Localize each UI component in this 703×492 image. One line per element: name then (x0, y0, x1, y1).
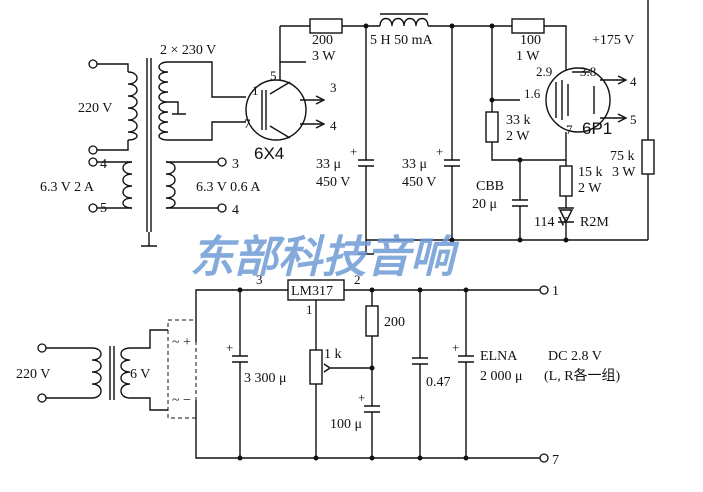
choke-label: 5 H 50 mA (370, 33, 434, 48)
out-voltage: DC 2.8 V (548, 349, 602, 364)
potentiometer-1k (309, 349, 323, 385)
hv-secondary-label: 2 × 230 V (160, 43, 216, 58)
zener-voltage: 114 V (534, 215, 568, 230)
lower-mains-terminal-bottom (37, 393, 47, 403)
cap-adj-value: 100 μ (330, 417, 362, 432)
output-tube (545, 67, 611, 133)
heater-label: 6.3 V 2 A (40, 180, 95, 195)
reg-pin-out: 2 (354, 272, 361, 287)
heater-winding-left (122, 161, 133, 209)
load-resistor-75k (641, 139, 655, 175)
watermark: 东部科技音响 (190, 232, 460, 283)
choke-coil (379, 17, 429, 27)
regulator-label: LM317 (291, 284, 333, 299)
cap2-value: 33 μ (402, 157, 427, 172)
heater-winding-right (165, 161, 176, 209)
mains-terminal-top (88, 59, 98, 69)
heater-terminal-4b (217, 203, 227, 213)
primary-winding (127, 71, 138, 141)
tube-pin-38: 3.8 (580, 64, 596, 79)
r-top-value: 200 (384, 315, 405, 330)
out-note: (L, R各一组) (544, 368, 621, 384)
tube-pin-29: 2.9 (536, 64, 552, 79)
bridge-minus-label: ~ − (172, 393, 191, 408)
lower-secondary-label: 6 V (130, 367, 150, 382)
cap-out-value: 2 000 μ (480, 369, 523, 384)
mains-terminal-bottom (88, 145, 98, 155)
pot-value: 1 k (324, 347, 342, 362)
screen-resistor-power: 1 W (516, 49, 540, 64)
bridge-plus-label: ~ + (172, 335, 191, 350)
heater-term-3: 3 (232, 157, 239, 172)
lower-secondary-winding (120, 347, 131, 399)
cap2-voltage: 450 V (402, 175, 436, 190)
tube-pin-7: 7 (566, 122, 573, 137)
heater-terminal-5 (88, 203, 98, 213)
lower-transformer-core (109, 346, 115, 400)
tube-pin-4: 4 (630, 74, 637, 89)
cap-in-value: 3 300 μ (244, 371, 287, 386)
out-pin-minus: 7 (552, 453, 559, 468)
reg-pin-in: 3 (256, 272, 263, 287)
tube-pin-5: 5 (630, 112, 637, 127)
cap1-value: 33 μ (316, 157, 341, 172)
resistor-200 (365, 305, 379, 337)
hv-secondary-winding (158, 61, 169, 141)
cap1-voltage: 450 V (316, 175, 350, 190)
heater-term-4: 4 (100, 157, 107, 172)
cap-film-value: 0.47 (426, 375, 451, 390)
load-resistor-value: 75 k (610, 149, 635, 164)
upper-mains-voltage: 220 V (78, 101, 112, 116)
output-terminal-plus (539, 285, 549, 295)
cap-out-type: ELNA (480, 349, 518, 364)
rectifier-tube (245, 79, 307, 141)
cap1-plus: + (350, 144, 357, 159)
output-tube-type: 6P1 (582, 119, 612, 138)
rect-pin-4: 4 (330, 118, 337, 133)
reg-pin-adj: 1 (306, 302, 313, 317)
cap-in-plus: + (226, 340, 233, 355)
bridge-rectifier (167, 319, 197, 419)
lower-mains-voltage: 220 V (16, 367, 50, 382)
series-resistor-value: 200 (312, 33, 333, 48)
load-resistor-power: 3 W (612, 165, 636, 180)
bias-resistor-power: 2 W (506, 129, 530, 144)
cap-adj-plus: + (358, 390, 365, 405)
rect-pin-7: 7 (244, 116, 251, 131)
bias-resistor-value: 33 k (506, 113, 531, 128)
output-terminal-minus (539, 453, 549, 463)
cbb-value: 20 μ (472, 197, 497, 212)
rectifier-tube-type: 6X4 (254, 144, 284, 163)
series-resistor-200 (309, 18, 343, 34)
heater-secondary-label: 6.3 V 0.6 A (196, 180, 261, 195)
cap2-plus: + (436, 144, 443, 159)
out-pin-plus: 1 (552, 284, 559, 299)
heater-terminal-4 (88, 157, 98, 167)
heater-terminal-3 (217, 157, 227, 167)
b-plus-label: +175 V (592, 33, 634, 48)
lower-primary-winding (91, 347, 102, 399)
rect-pin-1: 1 (252, 83, 259, 98)
zener-type: R2M (580, 215, 609, 230)
rect-pin-5: 5 (270, 68, 277, 83)
tube-pin-16: 1.6 (524, 86, 541, 101)
heater-term-4b: 4 (232, 203, 239, 218)
transformer-core (146, 58, 152, 232)
lower-mains-terminal-top (37, 343, 47, 353)
zener-resistor-15k (559, 165, 573, 197)
zener-resistor-value: 15 k (578, 165, 603, 180)
bias-resistor-33k (485, 111, 499, 143)
screen-resistor-100 (511, 18, 545, 34)
cbb-type: CBB (476, 179, 504, 194)
screen-resistor-value: 100 (520, 33, 541, 48)
zener-resistor-power: 2 W (578, 181, 602, 196)
cap-out-plus: + (452, 340, 459, 355)
series-resistor-power: 3 W (312, 49, 336, 64)
rect-pin-3: 3 (330, 80, 337, 95)
